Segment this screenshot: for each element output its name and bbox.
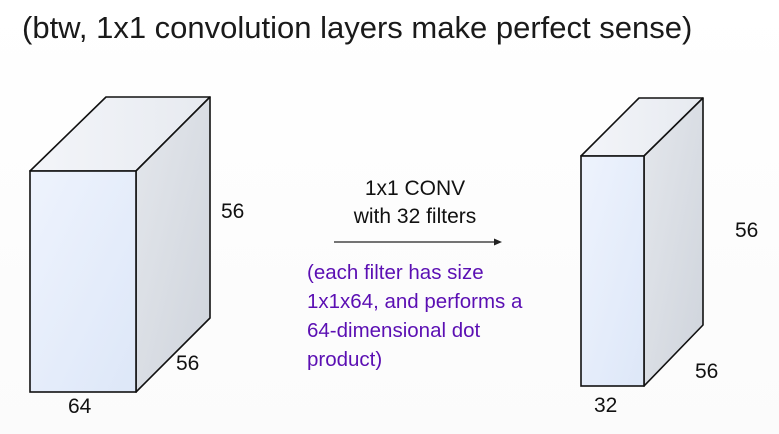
output-width-label: 56 — [695, 360, 719, 383]
output-volume — [580, 97, 704, 387]
input-depth-label: 64 — [68, 395, 92, 418]
filter-note-line-3: 64-dimensional dot — [307, 319, 481, 342]
output-volume-front-face — [580, 155, 645, 387]
slide-title: (btw, 1x1 convolution layers make perfec… — [22, 10, 693, 45]
conv-arrow — [334, 238, 502, 246]
input-width-label: 56 — [176, 352, 200, 375]
filter-note: (each filter has size 1x1x64, and perfor… — [307, 258, 577, 374]
input-height-label: 56 — [221, 200, 245, 223]
operation-line-1: 1x1 CONV — [364, 177, 466, 200]
filter-note-line-2: 1x1x64, and performs a — [307, 290, 523, 313]
input-volume-front-face — [29, 170, 137, 393]
operation-line-2: with 32 filters — [353, 205, 477, 228]
operation-label: 1x1 CONV with 32 filters — [330, 175, 500, 231]
output-depth-label: 32 — [594, 394, 618, 417]
filter-note-line-1: (each filter has size — [307, 261, 484, 284]
filter-note-line-4: product) — [307, 348, 383, 371]
input-volume — [29, 96, 211, 393]
output-height-label: 56 — [735, 219, 759, 242]
